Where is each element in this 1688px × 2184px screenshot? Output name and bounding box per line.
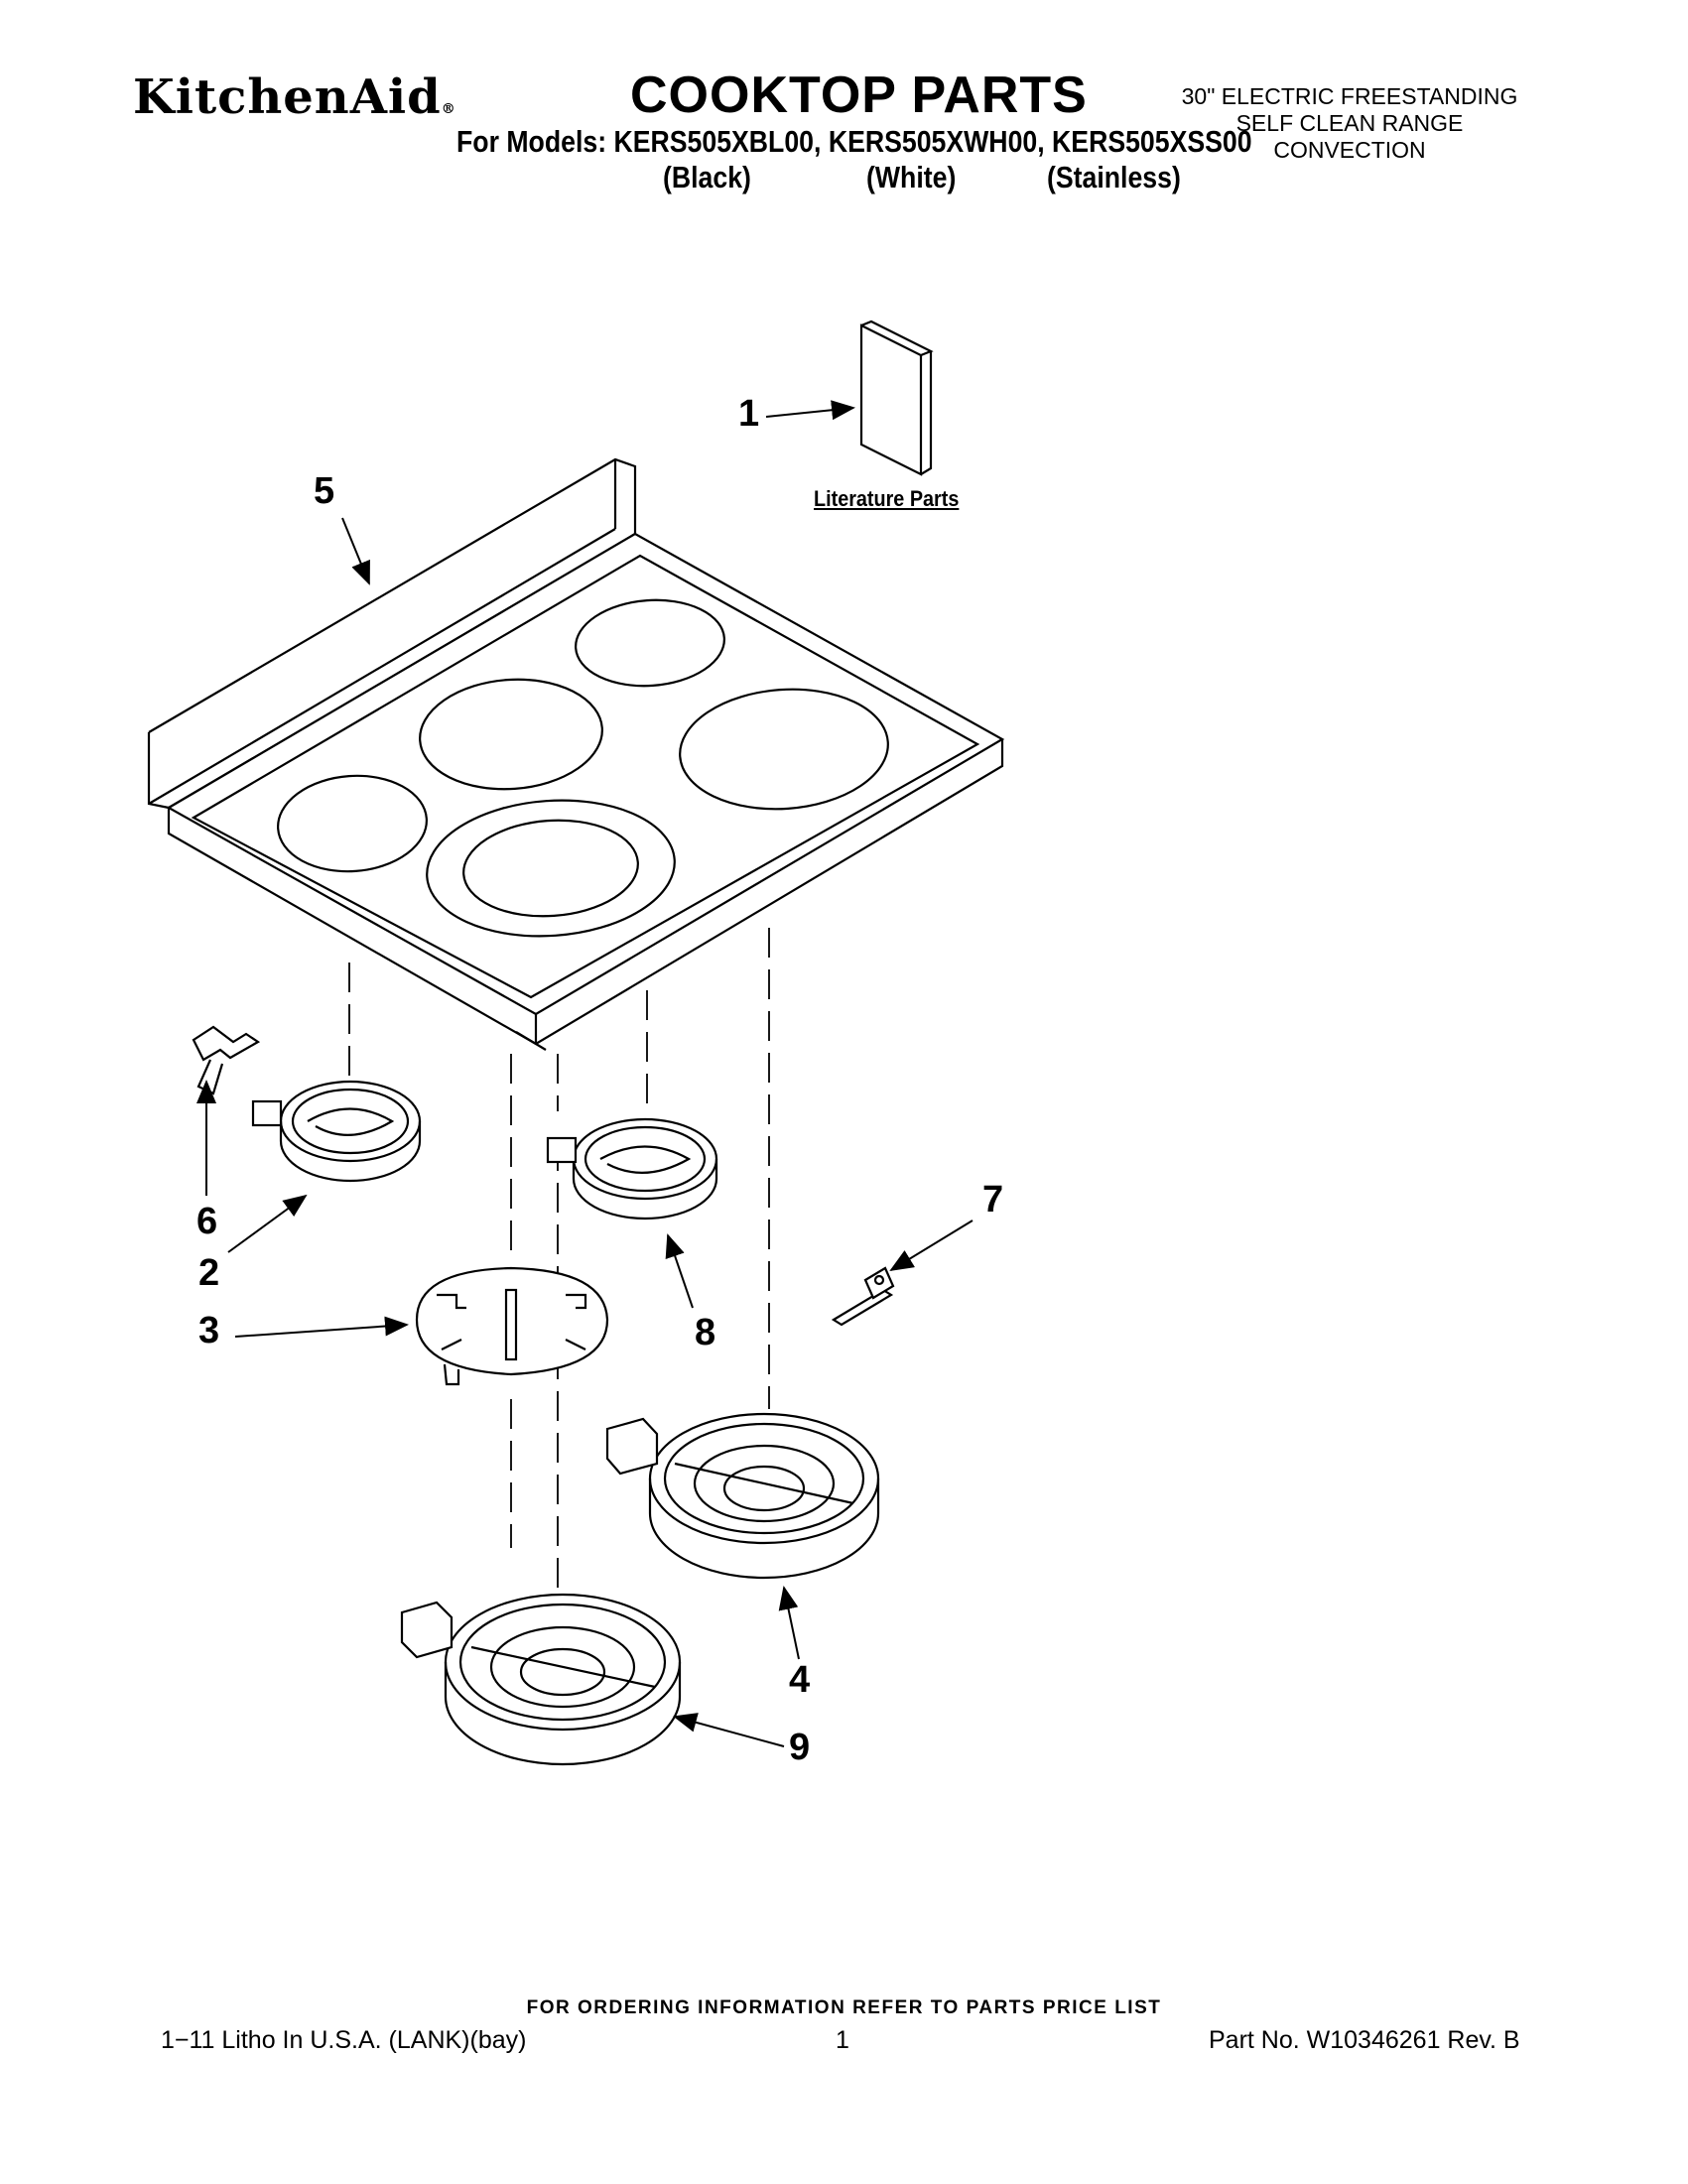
description-line: 30" ELECTRIC FREESTANDING	[1181, 83, 1518, 109]
brand-name: KitchenAid	[133, 69, 442, 125]
callout-2: 2	[198, 1252, 220, 1294]
product-description: 30" ELECTRIC FREESTANDING SELF CLEAN RAN…	[1161, 83, 1538, 164]
literature-booklet-part	[859, 320, 934, 476]
page-number: 1	[836, 2026, 849, 2054]
callout-3: 3	[198, 1310, 220, 1351]
registered-mark: ®	[441, 101, 456, 117]
bracket-part	[831, 1266, 895, 1327]
callout-leaders	[196, 400, 974, 1747]
clip-part	[192, 1025, 261, 1095]
insulation-part	[415, 1266, 609, 1386]
variant-white: (White)	[866, 160, 957, 194]
literature-parts-label: Literature Parts	[814, 486, 960, 511]
cooktop-panel-part	[147, 457, 1005, 1051]
litho-info: 1−11 Litho In U.S.A. (LANK)(bay)	[161, 2026, 527, 2054]
callout-5: 5	[314, 470, 335, 512]
small-element-part	[251, 1080, 422, 1183]
brand-logo: KitchenAid®	[133, 69, 456, 125]
medium-element-part	[546, 1117, 718, 1220]
callout-1: 1	[738, 393, 760, 435]
callout-6: 6	[196, 1201, 218, 1242]
part-number: Part No. W10346261 Rev. B	[1209, 2026, 1520, 2054]
description-line: SELF CLEAN RANGE	[1235, 110, 1464, 136]
description-line: CONVECTION	[1273, 137, 1426, 163]
callout-9: 9	[789, 1727, 811, 1768]
page-title: COOKTOP PARTS	[630, 66, 1088, 124]
callout-4: 4	[789, 1659, 811, 1701]
variant-black: (Black)	[663, 160, 751, 194]
large-element-part	[605, 1412, 880, 1580]
callout-8: 8	[695, 1312, 716, 1353]
ordering-note: FOR ORDERING INFORMATION REFER TO PARTS …	[526, 1997, 1162, 2018]
model-list: For Models: KERS505XBL00, KERS505XWH00, …	[456, 124, 1252, 159]
callout-7: 7	[982, 1179, 1004, 1220]
xl-element-part	[400, 1593, 682, 1766]
variant-stainless: (Stainless)	[1047, 160, 1181, 194]
